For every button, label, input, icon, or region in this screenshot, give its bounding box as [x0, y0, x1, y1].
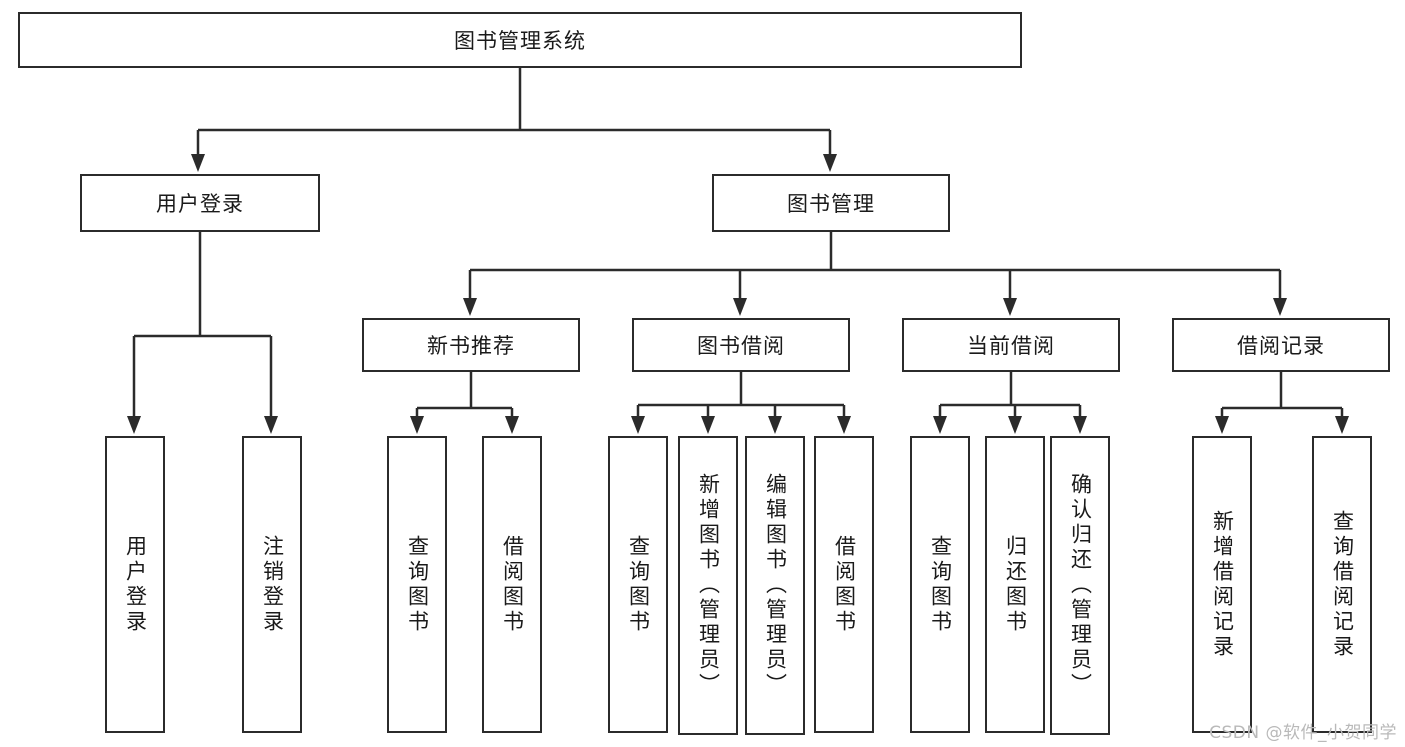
node-level3-current-borrow[interactable]: 当前借阅 [902, 318, 1120, 372]
node-leaf-leaf-query-book-recommend[interactable]: 查询图书 [387, 436, 447, 733]
connector-login-bus [132, 232, 273, 420]
node-root[interactable]: 图书管理系统 [18, 12, 1022, 68]
node-leaf-leaf-edit-book[interactable]: 编辑图书（管理员） [745, 436, 805, 735]
node-label: 新书推荐 [427, 334, 515, 358]
node-label: 编辑图书（管理员） [763, 473, 788, 698]
node-leaf-leaf-add-book[interactable]: 新增图书（管理员） [678, 436, 738, 735]
node-label: 借阅图书 [832, 534, 857, 635]
arrow-leaf-query-book-borrow-icon [631, 416, 645, 434]
arrow-leaf-add-record-icon [1215, 416, 1229, 434]
arrow-leaf-query-book-recommend-icon [410, 416, 424, 434]
connector-manage-bus [468, 232, 1282, 304]
node-label: 新增图书（管理员） [696, 473, 721, 698]
connector-record-bus [1220, 372, 1344, 422]
node-label: 图书借阅 [697, 334, 785, 358]
arrow-user-login-icon [191, 154, 205, 172]
node-level2-user-login[interactable]: 用户登录 [80, 174, 320, 232]
arrow-leaf-borrow-book-recommend-icon [505, 416, 519, 434]
node-level3-book-borrow[interactable]: 图书借阅 [632, 318, 850, 372]
node-label: 查询借阅记录 [1330, 509, 1355, 660]
node-label: 归还图书 [1003, 534, 1028, 635]
node-level3-borrow-record[interactable]: 借阅记录 [1172, 318, 1390, 372]
node-label: 确认归还（管理员） [1068, 473, 1093, 698]
node-label: 查询图书 [626, 534, 651, 635]
watermark: CSDN @软件_小贺同学 [1209, 723, 1397, 743]
node-leaf-leaf-borrow-book-recommend[interactable]: 借阅图书 [482, 436, 542, 733]
arrow-leaf-query-record-icon [1335, 416, 1349, 434]
node-leaf-leaf-borrow-book[interactable]: 借阅图书 [814, 436, 874, 733]
arrow-current-borrow-icon [1003, 298, 1017, 316]
node-label: 用户登录 [156, 192, 244, 216]
arrow-book-manage-icon [823, 154, 837, 172]
arrow-leaf-user-login-icon [127, 416, 141, 434]
node-label: 注销登录 [260, 534, 285, 635]
connector-recommend-bus [415, 372, 514, 422]
arrow-borrow-record-icon [1273, 298, 1287, 316]
node-leaf-leaf-query-book-current[interactable]: 查询图书 [910, 436, 970, 733]
node-label: 新增借阅记录 [1210, 509, 1235, 660]
node-leaf-leaf-add-record[interactable]: 新增借阅记录 [1192, 436, 1252, 733]
connector-borrow-bus [636, 372, 846, 422]
arrow-book-borrow-icon [733, 298, 747, 316]
node-leaf-leaf-query-book-borrow[interactable]: 查询图书 [608, 436, 668, 733]
node-label: 借阅图书 [500, 534, 525, 635]
node-label: 当前借阅 [967, 334, 1055, 358]
arrow-leaf-add-book-icon [701, 416, 715, 434]
node-label: 查询图书 [928, 534, 953, 635]
arrow-leaf-query-book-current-icon [933, 416, 947, 434]
arrow-leaf-confirm-return-icon [1073, 416, 1087, 434]
arrow-leaf-edit-book-icon [768, 416, 782, 434]
node-level2-book-manage[interactable]: 图书管理 [712, 174, 950, 232]
node-label: 图书管理 [787, 192, 875, 216]
arrow-leaf-logout-icon [264, 416, 278, 434]
arrow-leaf-return-book-icon [1008, 416, 1022, 434]
connector-current-bus [938, 372, 1082, 422]
node-leaf-leaf-confirm-return[interactable]: 确认归还（管理员） [1050, 436, 1110, 735]
connector-root-bus [196, 68, 832, 160]
node-label: 图书管理系统 [454, 29, 586, 53]
arrow-new-book-recommend-icon [463, 298, 477, 316]
node-label: 用户登录 [123, 534, 148, 635]
node-label: 借阅记录 [1237, 334, 1325, 358]
node-label: 查询图书 [405, 534, 430, 635]
node-leaf-leaf-user-login[interactable]: 用户登录 [105, 436, 165, 733]
node-level3-new-book-recommend[interactable]: 新书推荐 [362, 318, 580, 372]
node-leaf-leaf-logout[interactable]: 注销登录 [242, 436, 302, 733]
arrow-leaf-borrow-book-icon [837, 416, 851, 434]
node-leaf-leaf-return-book[interactable]: 归还图书 [985, 436, 1045, 733]
node-leaf-leaf-query-record[interactable]: 查询借阅记录 [1312, 436, 1372, 733]
